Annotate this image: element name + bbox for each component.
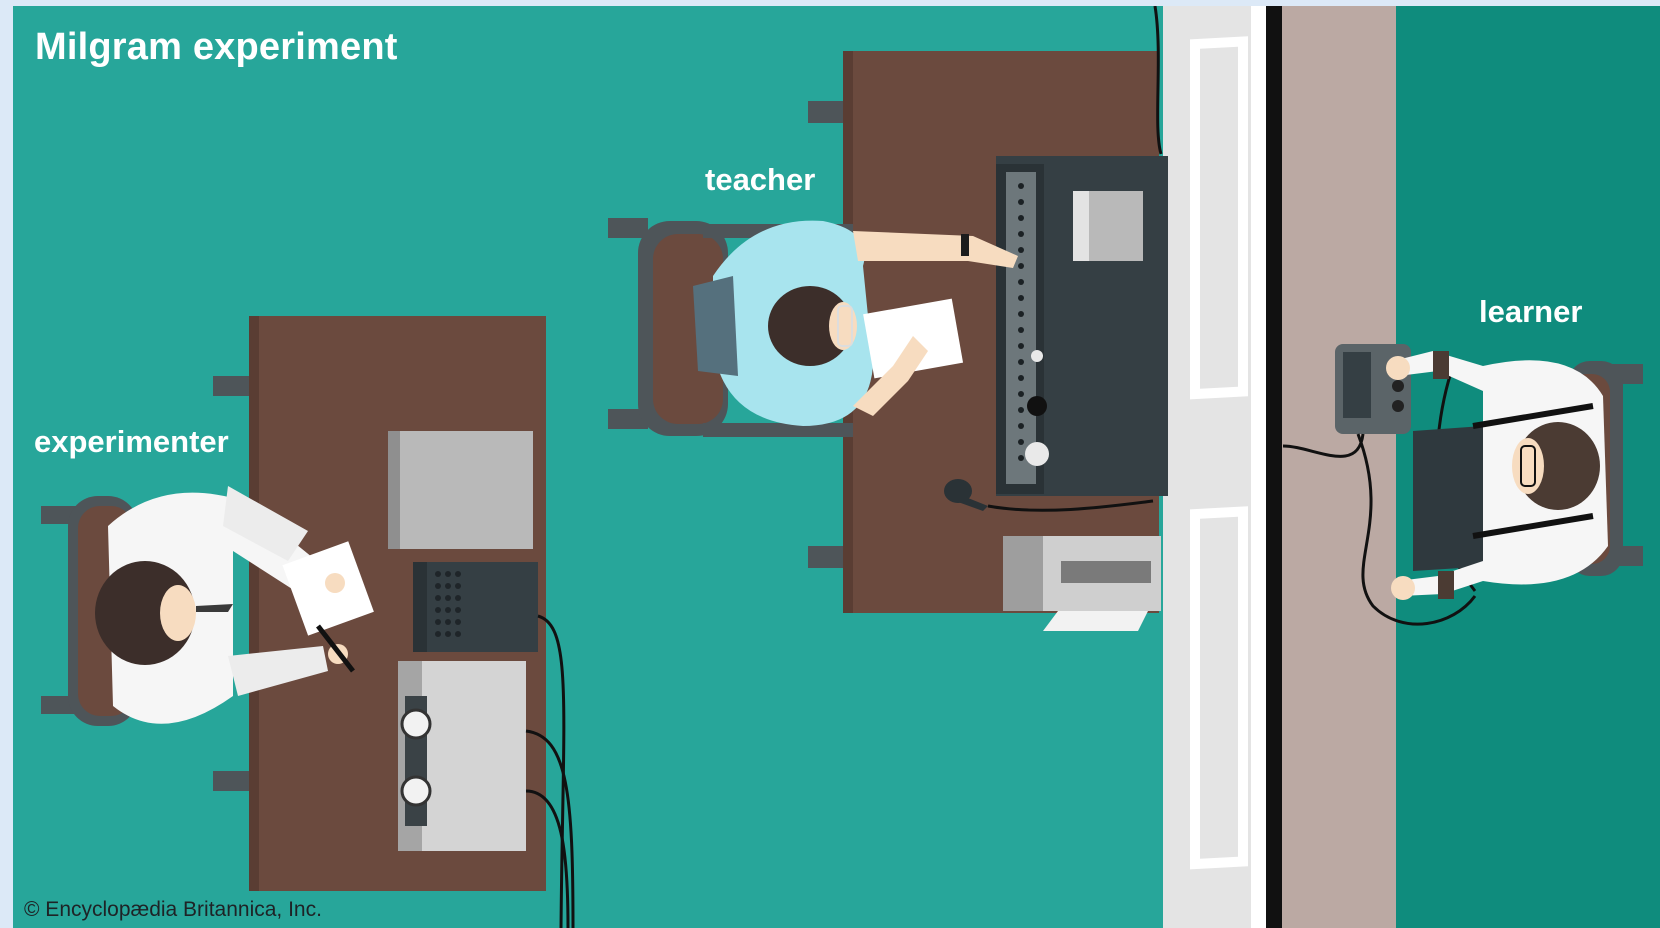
diagram-title: Milgram experiment — [35, 26, 398, 69]
door-frame — [1163, 6, 1266, 928]
tape-recorder — [398, 661, 526, 851]
experimenter-label: experimenter — [34, 424, 229, 460]
teacher-label: teacher — [705, 162, 815, 198]
monitor-box — [388, 431, 533, 549]
speaker-box — [413, 562, 538, 652]
diagram-canvas: Milgram experiment teacher experimenter … — [13, 6, 1660, 928]
learner-room-wall — [1282, 6, 1396, 928]
shock-generator — [996, 156, 1168, 496]
wall-edge — [1266, 6, 1282, 928]
copyright-notice: © Encyclopædia Britannica, Inc. — [24, 898, 322, 922]
door-jamb — [1251, 6, 1266, 928]
learner-label: learner — [1479, 294, 1582, 330]
milgram-scene-illustration — [13, 6, 1660, 928]
